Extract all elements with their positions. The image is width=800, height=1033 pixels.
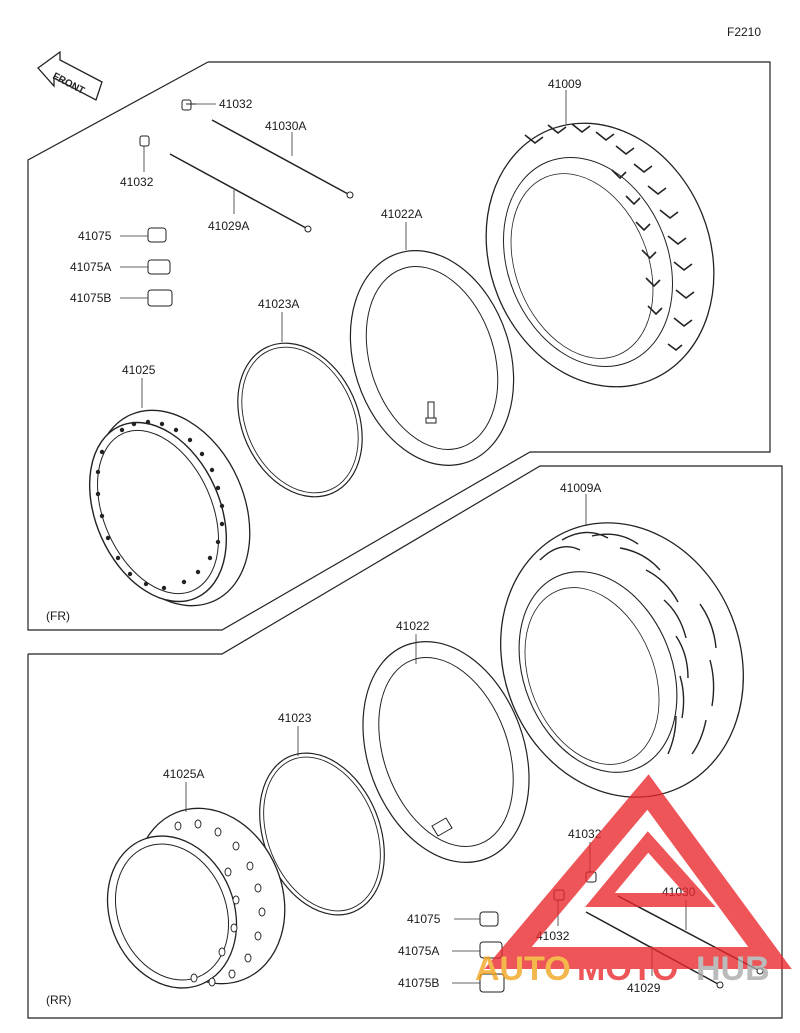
label-rear-rim: 41025A <box>163 767 204 781</box>
front-nipple-left <box>139 135 150 147</box>
front-arrow-icon: FRONT <box>37 50 103 101</box>
rear-rim <box>106 807 286 989</box>
label-front-nipple-left: 41032 <box>120 175 154 189</box>
diagram-code: F2210 <box>727 25 761 39</box>
label-rear-nipple-top: 41032 <box>568 827 602 841</box>
label-front-spoke-b: 41029A <box>208 219 249 233</box>
label-rear-tube: 41022 <box>396 619 430 633</box>
rear-tire <box>500 522 744 798</box>
front-section-label: (FR) <box>46 609 70 623</box>
front-weight-1 <box>147 227 167 243</box>
rear-section-frame <box>27 465 783 1019</box>
label-front-nipple-top: 41032 <box>219 97 253 111</box>
rear-tube <box>362 641 530 863</box>
label-rear-weight-1: 41075 <box>407 912 441 926</box>
front-rim-band <box>237 342 363 498</box>
label-rear-weight-2: 41075A <box>398 944 439 958</box>
front-tire <box>485 122 715 388</box>
label-front-rim-band: 41023A <box>258 297 299 311</box>
watermark-logo: AUTO MOTO HUB <box>475 774 792 988</box>
label-rear-weight-3: 41075B <box>398 976 439 990</box>
front-nipple-top <box>181 99 196 111</box>
label-front-weight-1: 41075 <box>78 229 112 243</box>
label-rear-tire: 41009A <box>560 481 601 495</box>
front-rim <box>88 409 251 607</box>
label-rear-rim-band: 41023 <box>278 711 312 725</box>
label-front-tire: 41009 <box>548 77 582 91</box>
label-front-weight-2: 41075A <box>70 260 111 274</box>
watermark-hub: HUB <box>696 950 770 988</box>
watermark-moto: MOTO <box>577 950 678 988</box>
label-front-spoke-a: 41030A <box>265 119 306 133</box>
front-weight-3 <box>147 289 173 307</box>
front-weight-2 <box>147 259 171 275</box>
label-front-tube: 41022A <box>381 207 422 221</box>
watermark-auto: AUTO <box>475 950 571 988</box>
label-rear-nipple-bottom: 41032 <box>536 929 570 943</box>
label-rear-spoke-b: 41029 <box>627 981 661 995</box>
rear-section-label: (RR) <box>46 993 71 1007</box>
label-front-rim: 41025 <box>122 363 156 377</box>
front-spoke-a <box>211 119 354 199</box>
front-tube <box>349 250 515 466</box>
front-section-frame <box>27 61 771 631</box>
rear-weight-1 <box>479 911 499 927</box>
front-spoke-b <box>169 153 312 233</box>
label-front-weight-3: 41075B <box>70 291 111 305</box>
